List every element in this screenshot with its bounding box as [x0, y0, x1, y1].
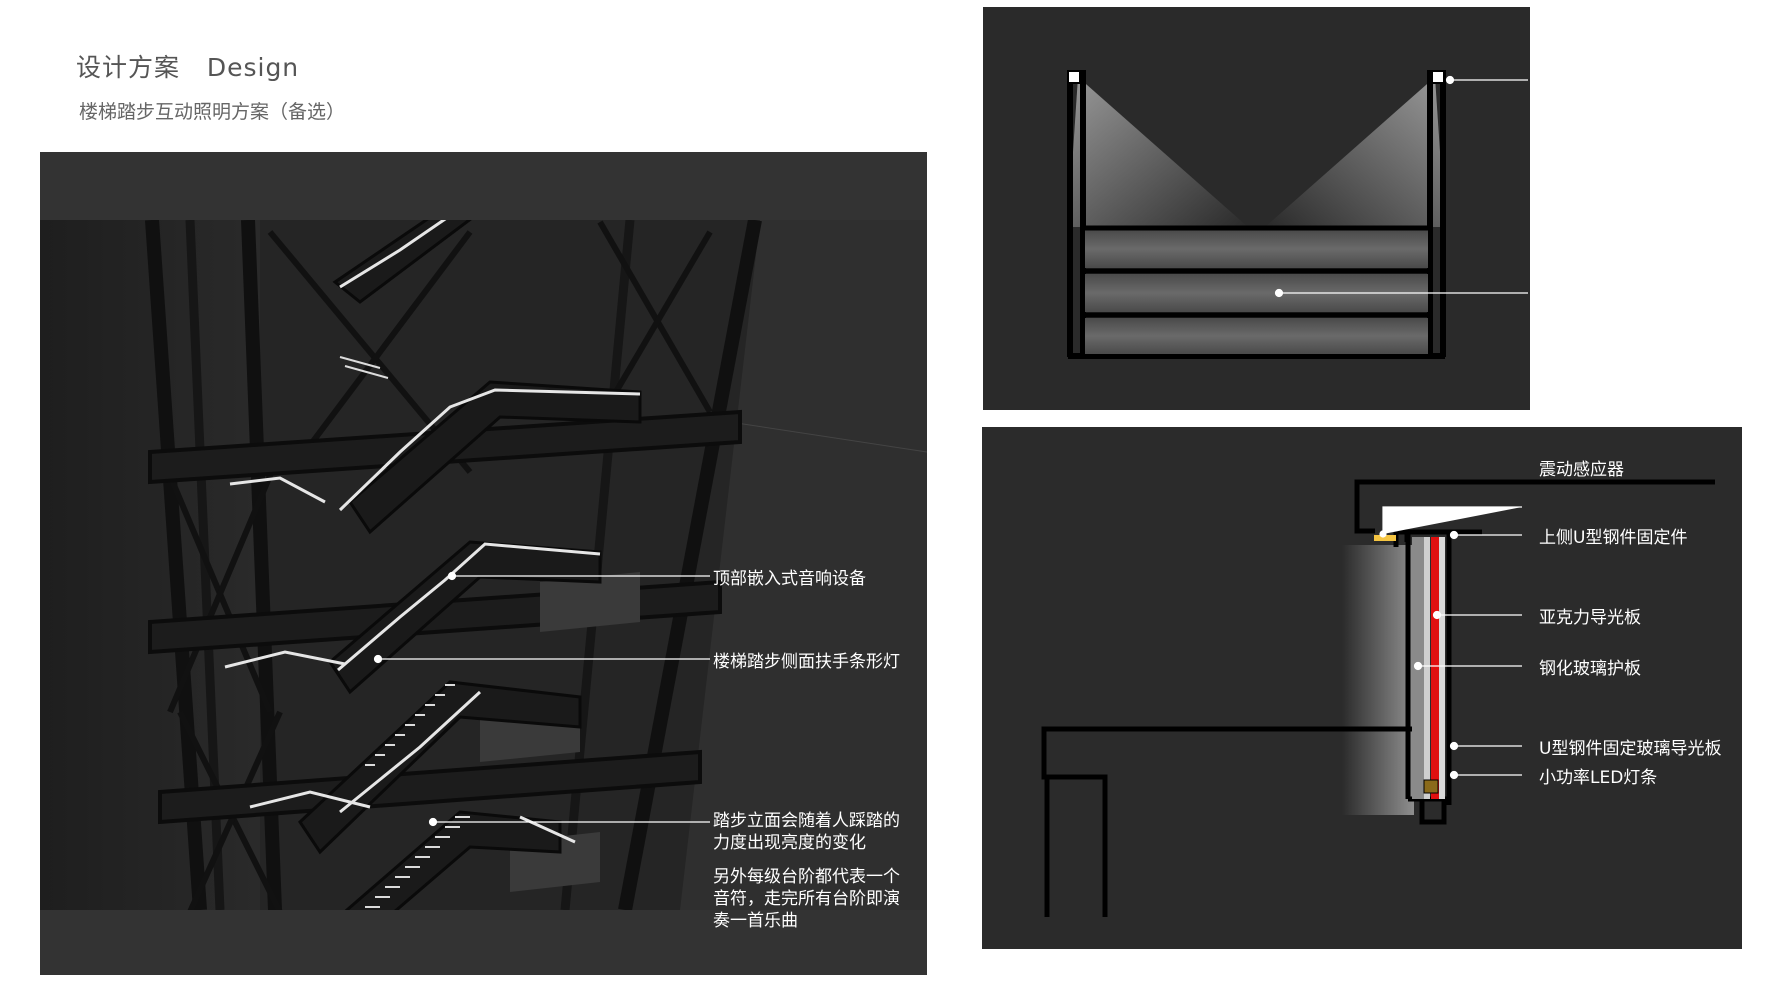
label-upper-u-bracket: 上侧U型钢件固定件	[1539, 528, 1688, 548]
page-subtitle: 楼梯踏步互动照明方案（备选）	[79, 101, 346, 123]
elevation-panel	[983, 7, 1530, 410]
label-vibration-sensor: 震动感应器	[1539, 460, 1624, 480]
stair-render-illustration	[40, 152, 927, 975]
label-section-acrylic: 亚克力导光板	[1539, 608, 1641, 628]
label-led-strip: 小功率LED灯条	[1539, 768, 1658, 788]
label-speaker: 顶部嵌入式音响设备	[713, 569, 866, 589]
vibration-sensor	[1374, 535, 1396, 541]
section-detail-panel: 震动感应器 上侧U型钢件固定件 亚克力导光板 钢化玻璃护板 U型钢件固定玻璃导光…	[982, 427, 1742, 949]
label-tempered-glass: 钢化玻璃护板	[1539, 659, 1641, 679]
desc-pressure: 踏步立面会随着人踩踏的力度出现亮度的变化	[713, 811, 900, 853]
elevation-diagram	[1067, 70, 1528, 359]
label-u-channel-fix: U型钢件固定玻璃导光板	[1539, 739, 1722, 759]
desc-notes: 另外每级台阶都代表一个音符，走完所有台阶即演奏一首乐曲	[713, 867, 900, 931]
stair-render-panel: 顶部嵌入式音响设备 楼梯踏步侧面扶手条形灯 踏步立面会随着人踩踏的力度出现亮度的…	[40, 152, 927, 975]
label-handrail-light: 楼梯踏步侧面扶手条形灯	[713, 652, 900, 672]
label-elevation-acrylic: 亚克力导光板	[1544, 287, 1646, 307]
stair-description: 踏步立面会随着人踩踏的力度出现亮度的变化 另外每级台阶都代表一个音符，走完所有台…	[713, 810, 913, 944]
page-title: 设计方案 Design	[76, 53, 300, 82]
label-building-lightband: 楼体光带	[1544, 74, 1612, 94]
section-detail-diagram	[1041, 479, 1715, 917]
